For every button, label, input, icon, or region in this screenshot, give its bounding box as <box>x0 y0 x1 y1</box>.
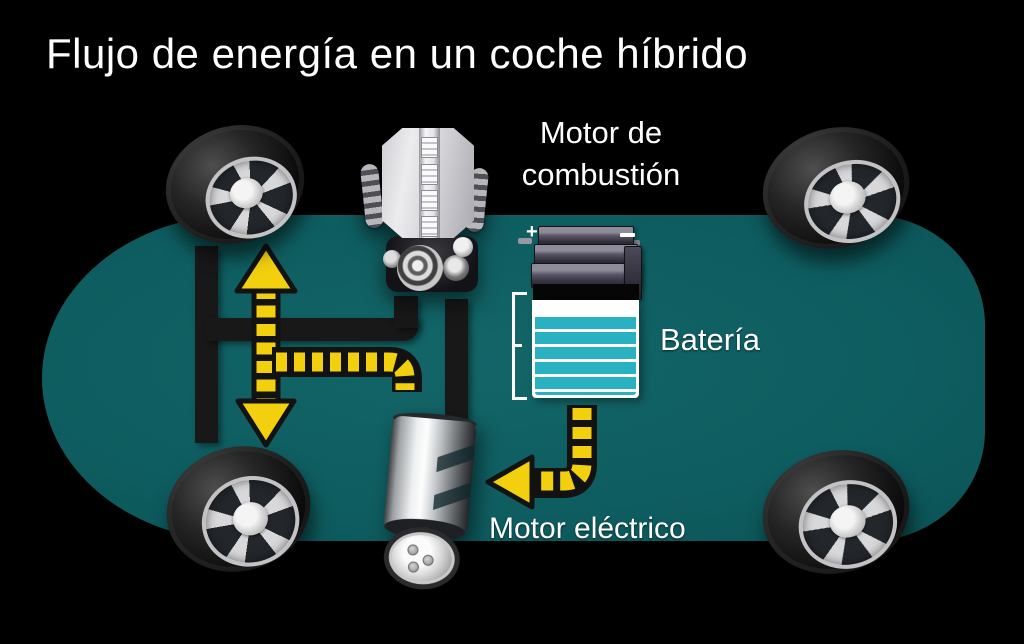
motor-band <box>433 482 472 511</box>
battery-cells-body <box>532 300 639 398</box>
battery-label: Batería <box>660 322 760 357</box>
engine-link-bar <box>394 296 418 328</box>
bracket-tick <box>515 344 522 347</box>
engine-pulley-icon <box>383 250 401 268</box>
engine-intake-band <box>419 128 440 238</box>
engine-pulley-icon <box>453 237 473 257</box>
left-axle-bar <box>195 246 218 443</box>
motor-cylinder <box>383 415 477 536</box>
drive-shaft-bar <box>445 299 468 421</box>
battery-terminal-positive <box>518 238 532 244</box>
transmission-bar <box>206 318 418 341</box>
battery-cell-stripes <box>535 317 636 395</box>
engine-rib <box>421 164 438 185</box>
bolt-icon <box>406 543 419 556</box>
bolt-icon <box>407 561 420 574</box>
engine-rib <box>421 190 438 211</box>
bracket-tick <box>515 397 527 400</box>
page-title: Flujo de energía en un coche híbrido <box>46 30 749 77</box>
plus-sign: + <box>526 221 538 243</box>
engine-pulley-icon <box>443 255 469 281</box>
electric-motor-label: Motor eléctrico <box>489 512 686 545</box>
engine-rib <box>421 216 438 237</box>
battery-bracket <box>512 292 530 400</box>
electric-motor-illustration <box>374 410 488 593</box>
battery-black-band <box>533 284 639 301</box>
battery-illustration: + <box>512 222 662 402</box>
engine-pulley-icon <box>397 245 443 291</box>
battery-top-slab <box>531 263 641 288</box>
combustion-engine-illustration <box>358 106 490 296</box>
bracket-tick <box>515 292 527 295</box>
minus-sign <box>620 233 635 237</box>
motor-band <box>436 444 475 473</box>
combustion-engine-label: Motor de combustión <box>521 115 681 192</box>
engine-rib <box>421 137 438 158</box>
exhaust-manifold-left-icon <box>359 163 385 229</box>
bolt-icon <box>422 554 435 567</box>
